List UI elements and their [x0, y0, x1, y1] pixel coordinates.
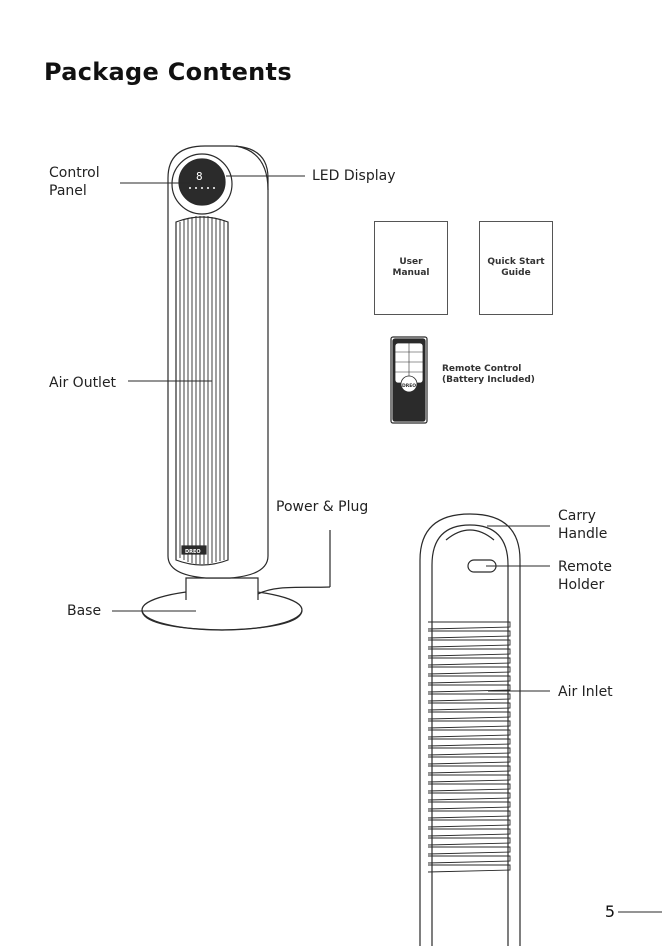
- quick-start-guide-booklet: Quick Start Guide: [479, 221, 553, 315]
- label-led-display: LED Display: [312, 167, 395, 185]
- display-digit: 8: [196, 170, 203, 183]
- label-air-inlet: Air Inlet: [558, 683, 613, 701]
- heater-brand-text: DREO: [185, 549, 201, 555]
- quick-start-guide-label: Quick Start Guide: [487, 257, 544, 279]
- power-cord: [258, 587, 330, 594]
- label-carry-handle: Carry Handle: [558, 507, 607, 543]
- label-control-panel: Control Panel: [49, 164, 100, 200]
- page-number: 5: [605, 902, 615, 921]
- user-manual-label: User Manual: [392, 257, 429, 279]
- remote-control-label: Remote Control (Battery Included): [442, 364, 535, 386]
- label-power-plug: Power & Plug: [276, 498, 368, 516]
- base-neck: [186, 578, 258, 600]
- heater-back-view: [420, 514, 520, 946]
- label-base: Base: [67, 602, 101, 620]
- label-remote-holder: Remote Holder: [558, 558, 612, 594]
- user-manual-booklet: User Manual: [374, 221, 448, 315]
- label-air-outlet: Air Outlet: [49, 374, 116, 392]
- heater-front-view: [142, 146, 330, 630]
- remote-brand-text: DREO: [402, 383, 416, 389]
- remote-drawing: [391, 337, 427, 423]
